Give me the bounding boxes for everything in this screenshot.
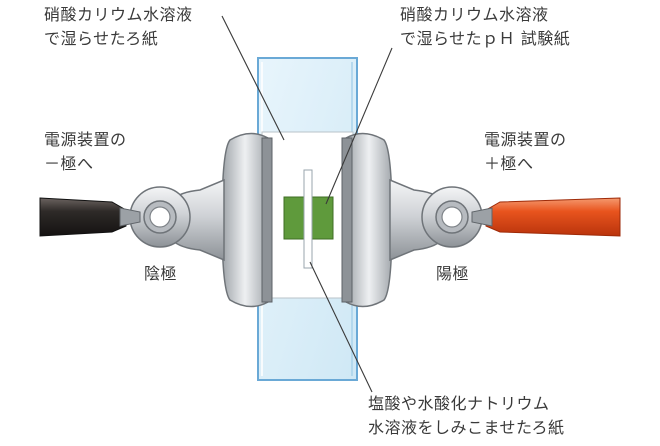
- leader-filter-paper: [221, 15, 285, 141]
- leader-lines: [221, 15, 393, 393]
- label-cathode: 陰極: [144, 264, 178, 283]
- positive-lead: [471, 197, 621, 237]
- label-acid-base-strip: 塩酸や水酸化ナトリウム 水溶液をしみこませたろ紙: [368, 392, 565, 440]
- label-filter-paper: 硝酸カリウム水溶液 で湿らせたろ紙: [44, 3, 193, 51]
- label-power-positive: 電源装置の ＋極へ: [484, 128, 567, 176]
- right-clip: [341, 132, 443, 308]
- label-filter-paper-line1: 硝酸カリウム水溶液: [44, 5, 193, 24]
- label-ph-paper: 硝酸カリウム水溶液 で湿らせたｐＨ 試験紙: [400, 3, 570, 51]
- label-ph-paper-line2: で湿らせたｐＨ 試験紙: [400, 29, 571, 48]
- label-power-negative-line1: 電源装置の: [44, 130, 127, 149]
- leader-acid-base-strip: [309, 261, 373, 393]
- label-power-negative: 電源装置の －極へ: [44, 128, 127, 176]
- label-anode: 陽極: [436, 264, 470, 283]
- cathode-terminal: [129, 186, 191, 248]
- leader-ph-paper: [325, 47, 393, 205]
- label-power-positive-line2: ＋極へ: [484, 154, 534, 173]
- label-acid-base-strip-line1: 塩酸や水酸化ナトリウム: [368, 394, 550, 413]
- label-power-negative-line2: －極へ: [44, 154, 94, 173]
- label-power-positive-line1: 電源装置の: [484, 130, 567, 149]
- label-ph-paper-line1: 硝酸カリウム水溶液: [400, 5, 549, 24]
- acid-base-strip: [303, 169, 313, 269]
- label-acid-base-strip-line2: 水溶液をしみこませたろ紙: [368, 418, 565, 437]
- label-filter-paper-line2: で湿らせたろ紙: [44, 29, 159, 48]
- negative-lead: [39, 197, 141, 237]
